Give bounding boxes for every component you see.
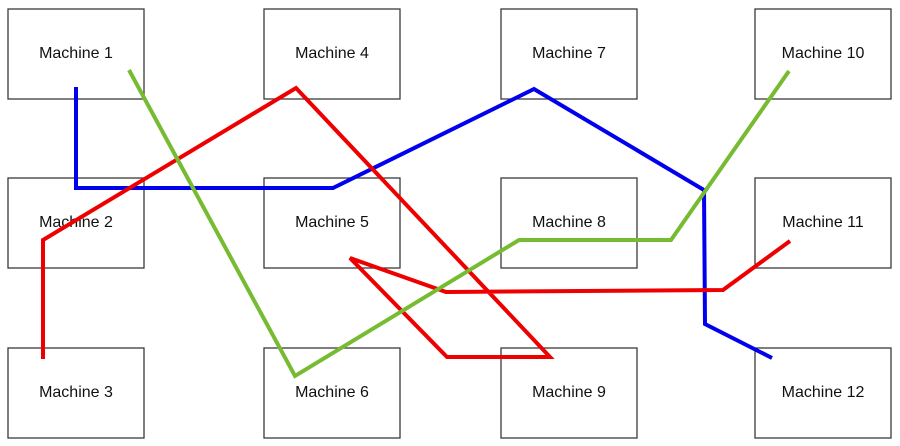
- machine-label: Machine 11: [782, 214, 864, 231]
- machine-node-12: Machine 12: [754, 347, 892, 439]
- blue-route-line: [74, 86, 773, 360]
- machine-label: Machine 9: [532, 384, 606, 401]
- machine-label: Machine 5: [295, 214, 369, 231]
- machine-box: [263, 177, 401, 269]
- machine-box: [500, 347, 638, 439]
- machine-node-10: Machine 10: [754, 8, 892, 100]
- red-route-line-a: [41, 85, 792, 359]
- machine-box: [500, 177, 638, 269]
- machine-node-4: Machine 4: [263, 8, 401, 100]
- machine-node-9: Machine 9: [500, 347, 638, 439]
- machine-node-8: Machine 8: [500, 177, 638, 269]
- machine-box: [500, 8, 638, 100]
- machine-box: [754, 177, 892, 269]
- machine-label: Machine 8: [532, 214, 606, 231]
- machine-label: Machine 1: [39, 45, 113, 62]
- machine-box: [754, 347, 892, 439]
- machine-label: Machine 12: [782, 384, 865, 401]
- machine-box: [263, 8, 401, 100]
- machine-node-1: Machine 1: [7, 8, 145, 100]
- green-route-line: [127, 69, 791, 379]
- machine-node-7: Machine 7: [500, 8, 638, 100]
- machine-label: Machine 4: [295, 45, 369, 62]
- machine-node-6: Machine 6: [263, 347, 401, 439]
- machine-label: Machine 10: [782, 45, 865, 62]
- machine-box: [7, 347, 145, 439]
- machine-label: Machine 6: [295, 384, 369, 401]
- machine-label: Machine 3: [39, 384, 113, 401]
- machine-node-11: Machine 11: [754, 177, 892, 269]
- machine-box: [7, 8, 145, 100]
- machine-label: Machine 7: [532, 45, 606, 62]
- machine-node-5: Machine 5: [263, 177, 401, 269]
- machine-node-3: Machine 3: [7, 347, 145, 439]
- machine-label: Machine 2: [39, 214, 113, 231]
